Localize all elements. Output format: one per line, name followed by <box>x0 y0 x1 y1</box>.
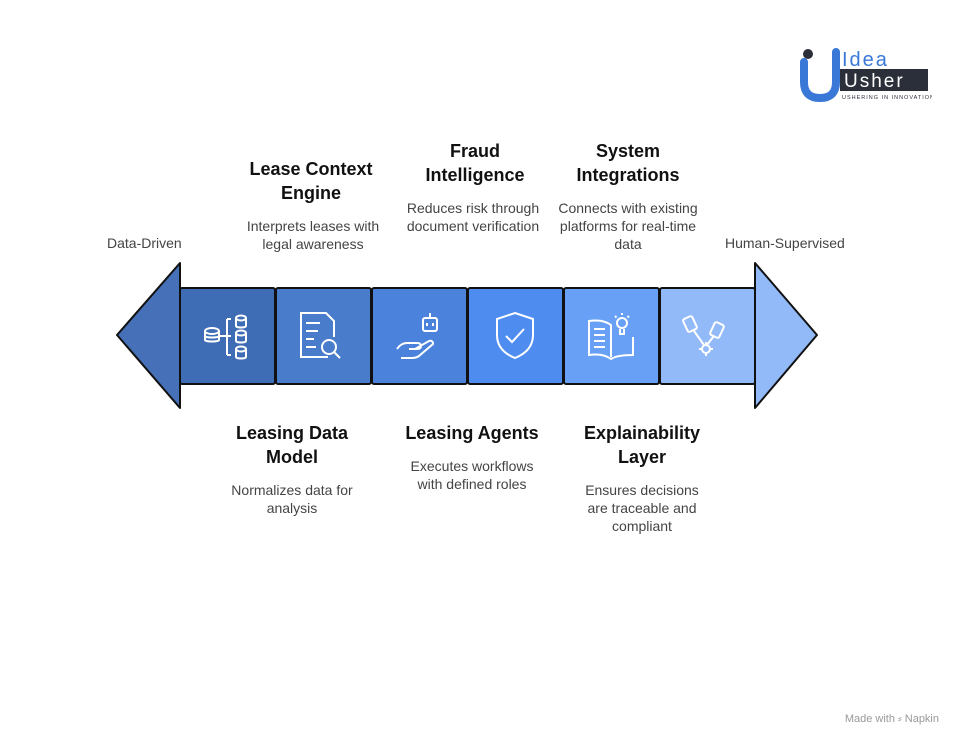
stage-title-explainability-layer: Explainability Layer <box>583 423 701 467</box>
svg-text:Usher: Usher <box>844 71 905 92</box>
right-arrow-head <box>754 262 818 409</box>
stage-title-leasing-data-model: Leasing Data Model <box>235 423 349 467</box>
database-hierarchy-icon <box>204 314 247 360</box>
stage-desc-leasing-agents: Executes workflows with defined roles <box>410 458 534 492</box>
book-lightbulb-icon <box>588 313 634 361</box>
plug-connection-icon <box>682 315 725 356</box>
stage-segment-6 <box>659 287 756 385</box>
stage-desc-leasing-data-model: Normalizes data for analysis <box>231 482 353 516</box>
svg-text:USHERING IN INNOVATION: USHERING IN INNOVATION <box>842 95 932 101</box>
left-end-label: Data-Driven <box>107 235 182 251</box>
left-arrow-head <box>116 262 181 409</box>
made-with-napkin-footer: Made with ⸗ Napkin <box>844 713 939 725</box>
stage-title-fraud-intelligence: Fraud Intelligence <box>425 141 525 185</box>
stage-desc-explainability-layer: Ensures decisions are traceable and comp… <box>585 482 699 534</box>
stage-desc-lease-context-engine: Interprets leases with legal awareness <box>246 218 380 252</box>
stage-desc-system-integrations: Connects with existing platforms for rea… <box>558 200 698 252</box>
stage-title-system-integrations: System Integrations <box>576 141 680 185</box>
stage-title-leasing-agents: Leasing Agents <box>405 423 539 443</box>
document-search-icon <box>300 312 341 359</box>
idea-usher-logo: Idea Usher USHERING IN INNOVATION <box>800 44 934 103</box>
robot-hand-icon <box>396 313 438 359</box>
shield-check-icon <box>496 311 534 360</box>
stage-desc-fraud-intelligence: Reduces risk through document verificati… <box>406 200 540 234</box>
right-end-label: Human-Supervised <box>725 235 845 251</box>
stage-title-lease-context-engine: Lease Context Engine <box>249 159 373 203</box>
svg-text:Idea: Idea <box>842 49 889 71</box>
